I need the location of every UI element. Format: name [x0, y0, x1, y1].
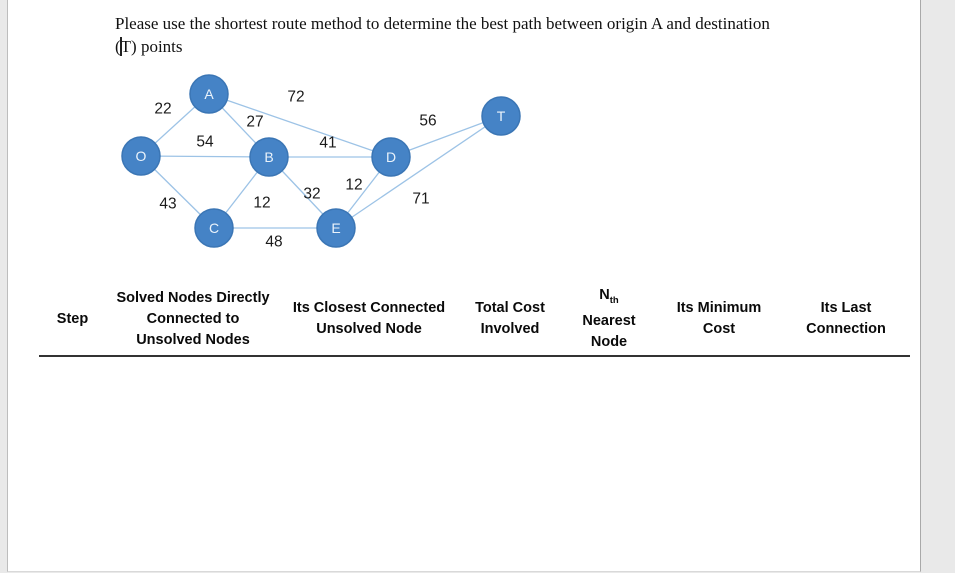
edge-cost-D-E: 12	[345, 177, 362, 194]
edge-cost-A-D: 72	[287, 89, 304, 106]
header-text-line: Step	[56, 310, 89, 327]
column-header-closest-unsolved-node[interactable]: Its Closest Connected Unsolved Node	[280, 298, 458, 340]
column-header-nth-nearest-node[interactable]: Nth Nearest Node	[562, 285, 656, 353]
edge-cost-O-C: 43	[159, 196, 176, 213]
header-text-line: Involved	[480, 321, 540, 337]
edge-cost-B-D: 41	[319, 135, 336, 152]
nth-subscript: th	[609, 294, 619, 306]
node-label-B: B	[264, 149, 273, 165]
edge-cost-D-T: 56	[419, 113, 436, 130]
network-graph-svg: 22 54 43 27 72 41 12 32 48 12 56 71 A O B C D E T	[121, 74, 521, 251]
edge-A-D	[208, 93, 392, 158]
header-text-line: Total Cost	[475, 300, 545, 316]
nth-base: N	[599, 287, 610, 304]
document-page[interactable]: Please use the shortest route method to …	[7, 0, 921, 572]
header-text-line: Cost	[702, 321, 736, 337]
node-label-E: E	[331, 220, 340, 236]
header-text-line: Its Last	[820, 300, 872, 316]
node-A	[189, 74, 229, 114]
header-text-line: Connection	[806, 321, 886, 337]
node-O	[121, 136, 161, 176]
node-label-T: T	[497, 108, 506, 124]
edge-E-T	[335, 115, 502, 229]
column-header-last-connection[interactable]: Its Last Connection	[782, 298, 910, 340]
node-label-A: A	[204, 86, 214, 102]
node-label-O: O	[136, 148, 147, 164]
node-D	[371, 137, 411, 177]
edge-cost-B-E: 32	[303, 186, 320, 203]
column-header-step[interactable]: Step	[39, 309, 106, 330]
edge-cost-C-E: 48	[265, 234, 282, 251]
header-text-line: Node	[590, 333, 628, 350]
node-T	[481, 96, 521, 136]
header-text-line: Nearest	[582, 312, 636, 329]
header-text-line: Solved Nodes Directly	[116, 289, 270, 306]
edge-cost-B-C: 12	[253, 195, 270, 212]
table-header-divider	[39, 355, 910, 357]
edge-O-B	[140, 155, 270, 158]
results-table-header: Step Solved Nodes Directly Connected to …	[39, 284, 910, 354]
edge-cost-E-T: 71	[412, 191, 429, 208]
text-cursor	[120, 37, 122, 56]
edge-cost-O-A: 22	[154, 101, 171, 118]
node-E	[316, 208, 356, 248]
header-text-line: Its Minimum	[676, 300, 762, 316]
column-header-solved-nodes[interactable]: Solved Nodes Directly Connected to Unsol…	[106, 288, 280, 351]
node-C	[194, 208, 234, 248]
header-text-line: Unsolved Node	[316, 321, 422, 337]
header-text-line: Unsolved Nodes	[136, 331, 250, 348]
question-line-1: Please use the shortest route method to …	[115, 14, 770, 33]
shortest-route-diagram[interactable]: 22 54 43 27 72 41 12 32 48 12 56 71 A O B C D E T	[8, 0, 922, 280]
node-label-D: D	[386, 149, 396, 165]
question-line-2: (T) points	[115, 37, 183, 56]
header-text-line: Connected to	[146, 310, 240, 327]
header-text-line: Its Closest Connected	[292, 300, 446, 316]
edge-cost-O-B: 54	[196, 134, 214, 151]
edge-cost-A-B: 27	[246, 114, 263, 131]
node-label-C: C	[209, 220, 219, 236]
node-B	[249, 137, 289, 177]
column-header-total-cost[interactable]: Total Cost Involved	[458, 298, 562, 340]
column-header-minimum-cost[interactable]: Its Minimum Cost	[656, 298, 782, 340]
header-text-line: Nth	[562, 285, 656, 311]
question-text[interactable]: Please use the shortest route method to …	[115, 12, 770, 58]
